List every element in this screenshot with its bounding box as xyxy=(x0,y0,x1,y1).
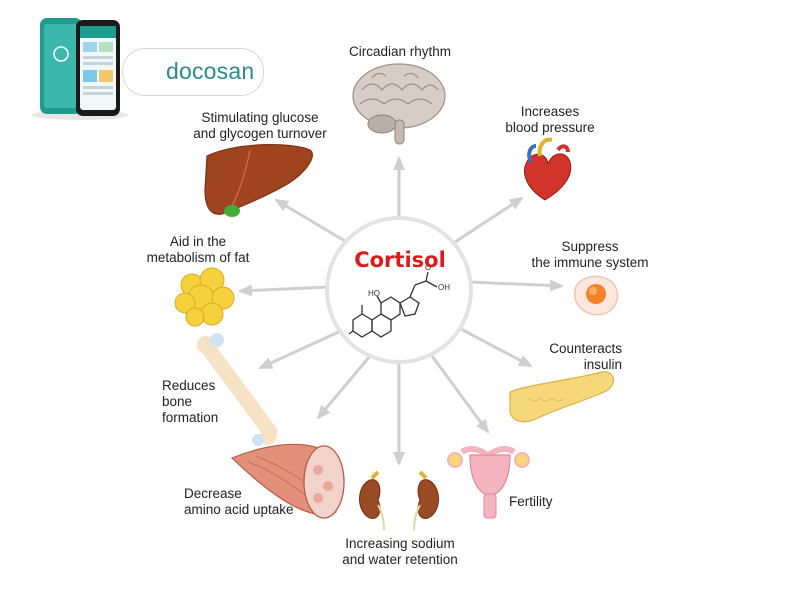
arrow-to-uterus xyxy=(430,355,490,434)
label-line: bone xyxy=(162,394,193,409)
label-line: Circadian rhythm xyxy=(348,44,452,59)
label-line: blood pressure xyxy=(505,120,595,135)
phone-illustration xyxy=(32,18,128,120)
label-line: and glycogen turnover xyxy=(193,126,327,141)
label-line: Aid in the xyxy=(169,234,227,249)
label-line: and water retention xyxy=(342,552,458,567)
label-line: Increasing sodium xyxy=(345,536,455,551)
label-line: Reduces xyxy=(162,378,216,393)
heart-illustration xyxy=(524,137,572,201)
structure-label-ho: HO xyxy=(368,289,380,298)
cortisol-structure xyxy=(348,271,438,338)
arrow-to-liver xyxy=(274,198,351,246)
label-counteracts-insulin: Counteracts insulin xyxy=(530,341,622,373)
label-blood-pressure: Increases blood pressure xyxy=(490,104,610,136)
label-bone-formation: Reduces bone formation xyxy=(162,378,262,426)
label-line: Decrease xyxy=(184,486,242,501)
liver-illustration xyxy=(204,144,313,217)
structure-label-oh: OH xyxy=(438,283,450,292)
label-glucose-turnover: Stimulating glucose and glycogen turnove… xyxy=(185,110,335,142)
label-immune-system: Suppress the immune system xyxy=(520,239,660,271)
brain-illustration xyxy=(352,63,446,145)
label-fat-metabolism: Aid in the metabolism of fat xyxy=(133,234,263,266)
label-line: formation xyxy=(162,410,219,425)
arrow-to-heart xyxy=(451,196,524,246)
immune-cell-illustration xyxy=(573,275,619,316)
brand-pill xyxy=(122,48,264,96)
label-sodium-water-retention: Increasing sodium and water retention xyxy=(328,536,472,568)
arrow-to-bone xyxy=(258,328,344,370)
label-line: amino acid uptake xyxy=(184,502,294,517)
pancreas-illustration xyxy=(509,371,615,423)
arrow-to-pancreas xyxy=(458,326,533,368)
label-line: Fertility xyxy=(509,494,553,509)
kidneys-illustration xyxy=(359,470,439,531)
arrow-to-fat xyxy=(238,284,331,297)
center-circle xyxy=(325,216,473,364)
arrows xyxy=(238,156,564,466)
fat-cells-illustration xyxy=(174,267,235,327)
label-circadian-rhythm: Circadian rhythm xyxy=(330,44,470,60)
muscle-illustration xyxy=(230,443,345,519)
bone-illustration xyxy=(197,333,278,446)
arrow-to-immune xyxy=(469,279,564,292)
center-title: Cortisol xyxy=(354,248,446,272)
structure-label-o: O xyxy=(425,263,431,272)
label-line: Suppress xyxy=(561,239,619,254)
label-line: Stimulating glucose xyxy=(201,110,319,125)
arrow-to-muscle xyxy=(316,355,372,420)
label-line: Increases xyxy=(520,104,580,119)
brand-name: docosan xyxy=(166,58,255,84)
label-line: metabolism of fat xyxy=(146,250,250,265)
label-line: the immune system xyxy=(531,255,649,270)
uterus-illustration xyxy=(447,446,530,519)
label-line: insulin xyxy=(583,357,622,372)
label-amino-acid-uptake: Decrease amino acid uptake xyxy=(184,486,304,518)
label-line: Counteracts xyxy=(549,341,622,356)
label-fertility: Fertility xyxy=(509,494,579,510)
